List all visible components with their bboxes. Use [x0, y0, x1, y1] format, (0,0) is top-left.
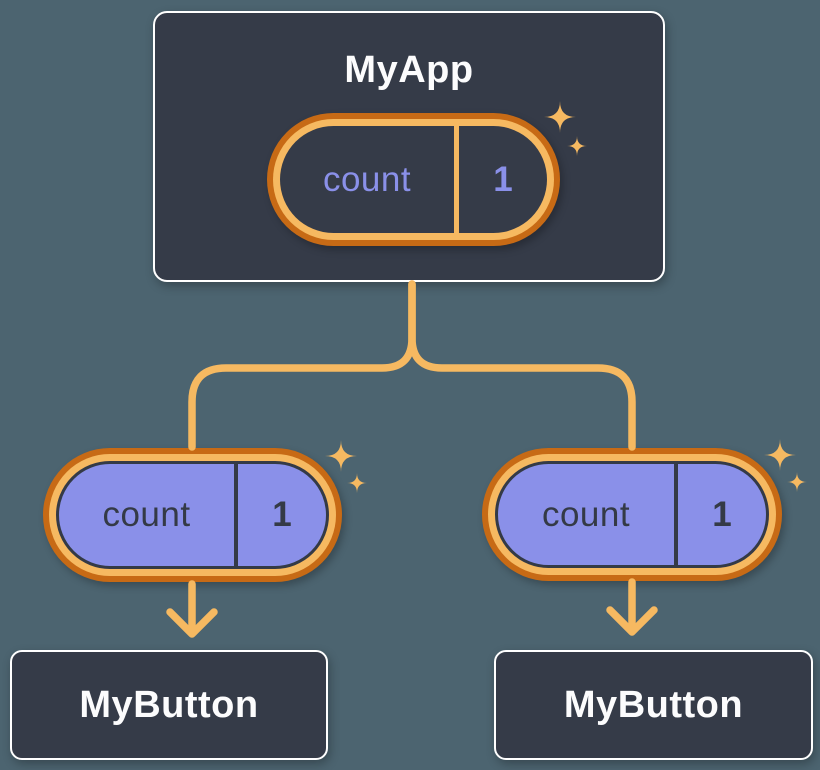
component-title: MyButton: [563, 683, 744, 726]
state-label: count: [322, 159, 412, 199]
component-node-mybutton-right: MyButton: [494, 650, 813, 760]
sparkle-icon: [764, 439, 796, 471]
component-node-myapp: MyApp count 1: [153, 11, 665, 282]
tree-fork-connector-right: [408, 280, 636, 451]
component-title: MyApp: [344, 49, 474, 91]
prop-pill-ring: count 1: [49, 454, 336, 576]
arrow-down-icon: [166, 608, 218, 638]
tree-fork-connector-left: [188, 280, 416, 451]
sparkle-icon: [325, 440, 357, 472]
prop-pill-left: count 1: [43, 448, 342, 582]
state-pill-ring: count 1: [273, 119, 554, 240]
prop-pill-right: count 1: [482, 448, 782, 581]
pill-divider: [234, 464, 238, 566]
prop-label: count: [102, 495, 191, 534]
prop-value: 1: [272, 495, 292, 534]
pill-divider: [674, 464, 678, 565]
prop-value: 1: [712, 494, 732, 534]
state-value: 1: [493, 159, 513, 199]
prop-pill-ring: count 1: [488, 454, 776, 575]
pill-divider: [454, 126, 459, 233]
component-title: MyButton: [79, 683, 259, 726]
sparkle-icon: [787, 472, 807, 492]
state-pill: count 1: [267, 113, 560, 246]
sparkle-icon: [347, 473, 367, 493]
arrow-down-icon: [606, 606, 658, 636]
prop-label: count: [541, 494, 631, 534]
component-node-mybutton-left: MyButton: [10, 650, 328, 760]
